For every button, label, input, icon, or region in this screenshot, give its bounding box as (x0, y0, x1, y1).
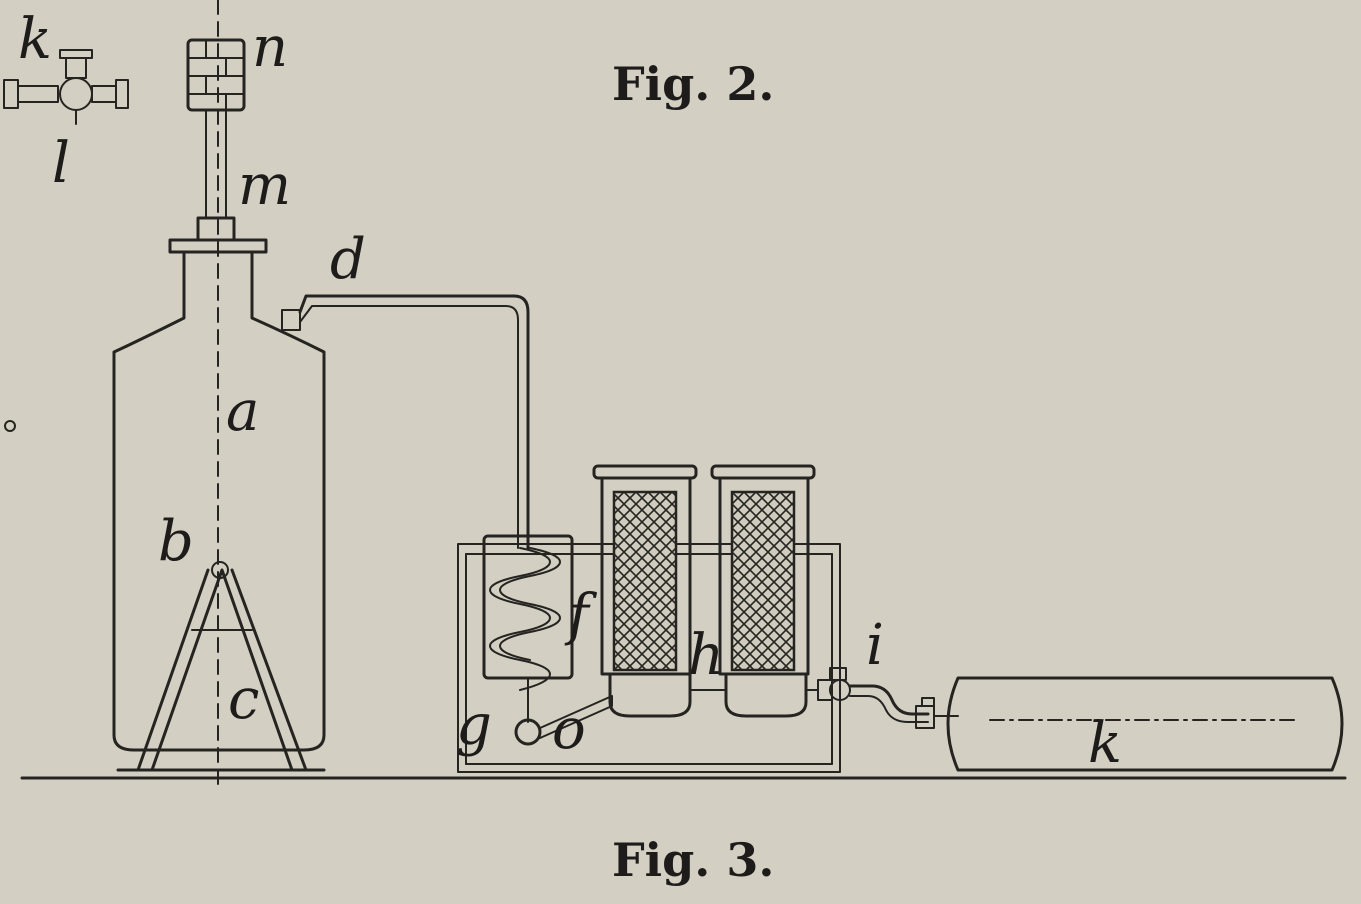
weight-n (186, 38, 246, 112)
label-l-top: l (52, 131, 70, 196)
registration-mark (4, 420, 16, 432)
fig2-caption: Fig. 2. (612, 57, 774, 111)
label-k: k (1088, 711, 1122, 776)
label-f: f (564, 583, 598, 648)
label-c: c (228, 667, 259, 732)
label-k-top: k (18, 7, 52, 72)
purifier-cylinder-1 (592, 464, 698, 718)
label-i: i (866, 613, 884, 678)
purifier-cylinder-2 (710, 464, 816, 718)
gas-tank-k (933, 676, 1344, 772)
fig3-caption: Fig. 3. (612, 833, 774, 887)
label-o: o (552, 697, 586, 762)
support-frame (116, 561, 326, 772)
pipe-d (281, 294, 530, 550)
label-b: b (158, 509, 194, 574)
cooler-f (482, 534, 574, 723)
label-a: a (226, 379, 259, 444)
label-n: n (252, 15, 288, 80)
rod-m (168, 109, 268, 254)
label-d: d (330, 227, 366, 292)
label-g: g (456, 693, 492, 758)
label-h: h (688, 623, 724, 688)
vessel-a (112, 250, 326, 752)
valve-detail (3, 49, 129, 125)
label-m: m (238, 153, 291, 218)
valve-g (514, 695, 613, 746)
